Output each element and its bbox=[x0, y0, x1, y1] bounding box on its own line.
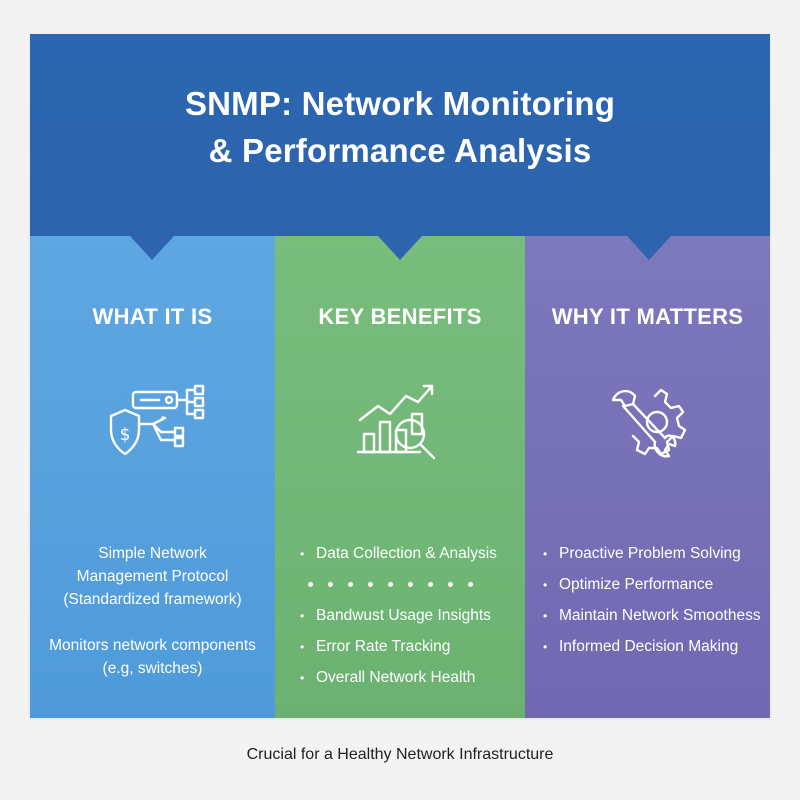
benefits-list: •Data Collection & Analysis •Bandwust Us… bbox=[300, 538, 497, 693]
column-what-it-is: WHAT IT IS $ Simple Network Management P… bbox=[30, 236, 275, 718]
svg-text:$: $ bbox=[119, 425, 130, 445]
list-item: •Overall Network Health bbox=[300, 669, 476, 686]
wrench-gear-icon bbox=[611, 388, 686, 458]
reasons-list: •Proactive Problem Solving •Optimize Per… bbox=[543, 538, 761, 662]
column-heading: WHY IT MATTERS bbox=[551, 304, 744, 329]
list-item: •Error Rate Tracking bbox=[300, 638, 451, 655]
description-line: (Standardized framework) bbox=[63, 591, 242, 608]
list-item: •Data Collection & Analysis bbox=[300, 545, 497, 562]
notch-arrow-2 bbox=[378, 236, 422, 260]
chart-magnifier-icon bbox=[356, 384, 436, 460]
list-item: •Informed Decision Making bbox=[543, 638, 739, 655]
infographic-card: SNMP: Network Monitoring & Performance A… bbox=[30, 34, 770, 718]
notch-arrow-1 bbox=[130, 236, 174, 260]
description-line: (e.g, switches) bbox=[102, 660, 203, 677]
dot-separator bbox=[300, 569, 497, 600]
list-item: •Proactive Problem Solving bbox=[543, 545, 741, 562]
column-key-benefits: KEY BENEFITS •Data Collection & Analysis… bbox=[275, 236, 525, 718]
header-banner: SNMP: Network Monitoring & Performance A… bbox=[30, 34, 770, 236]
list-item: •Optimize Performance bbox=[543, 576, 714, 593]
description-line: Simple Network bbox=[98, 545, 207, 562]
description-line: Monitors network components bbox=[49, 637, 256, 654]
page-title: SNMP: Network Monitoring & Performance A… bbox=[30, 80, 770, 174]
notch-arrow-3 bbox=[627, 236, 671, 260]
description-block-1: Simple Network Management Protocol (Stan… bbox=[30, 542, 275, 611]
list-item: •Bandwust Usage Insights bbox=[300, 607, 491, 624]
description-line: Management Protocol bbox=[76, 568, 229, 585]
description-block-2: Monitors network components (e.g, switch… bbox=[30, 634, 275, 680]
column-why-it-matters: WHY IT MATTERS •Proactive Problem Solvin… bbox=[525, 236, 770, 718]
list-item: •Maintain Network Smoothess bbox=[543, 607, 761, 624]
column-heading: KEY BENEFITS bbox=[318, 304, 482, 329]
title-line-1: SNMP: Network Monitoring bbox=[184, 85, 616, 122]
footer-caption: Crucial for a Healthy Network Infrastruc… bbox=[246, 746, 554, 763]
title-line-2: & Performance Analysis bbox=[208, 132, 592, 169]
column-heading: WHAT IT IS bbox=[92, 304, 213, 329]
shield-dollar-network-icon: $ bbox=[109, 384, 204, 456]
